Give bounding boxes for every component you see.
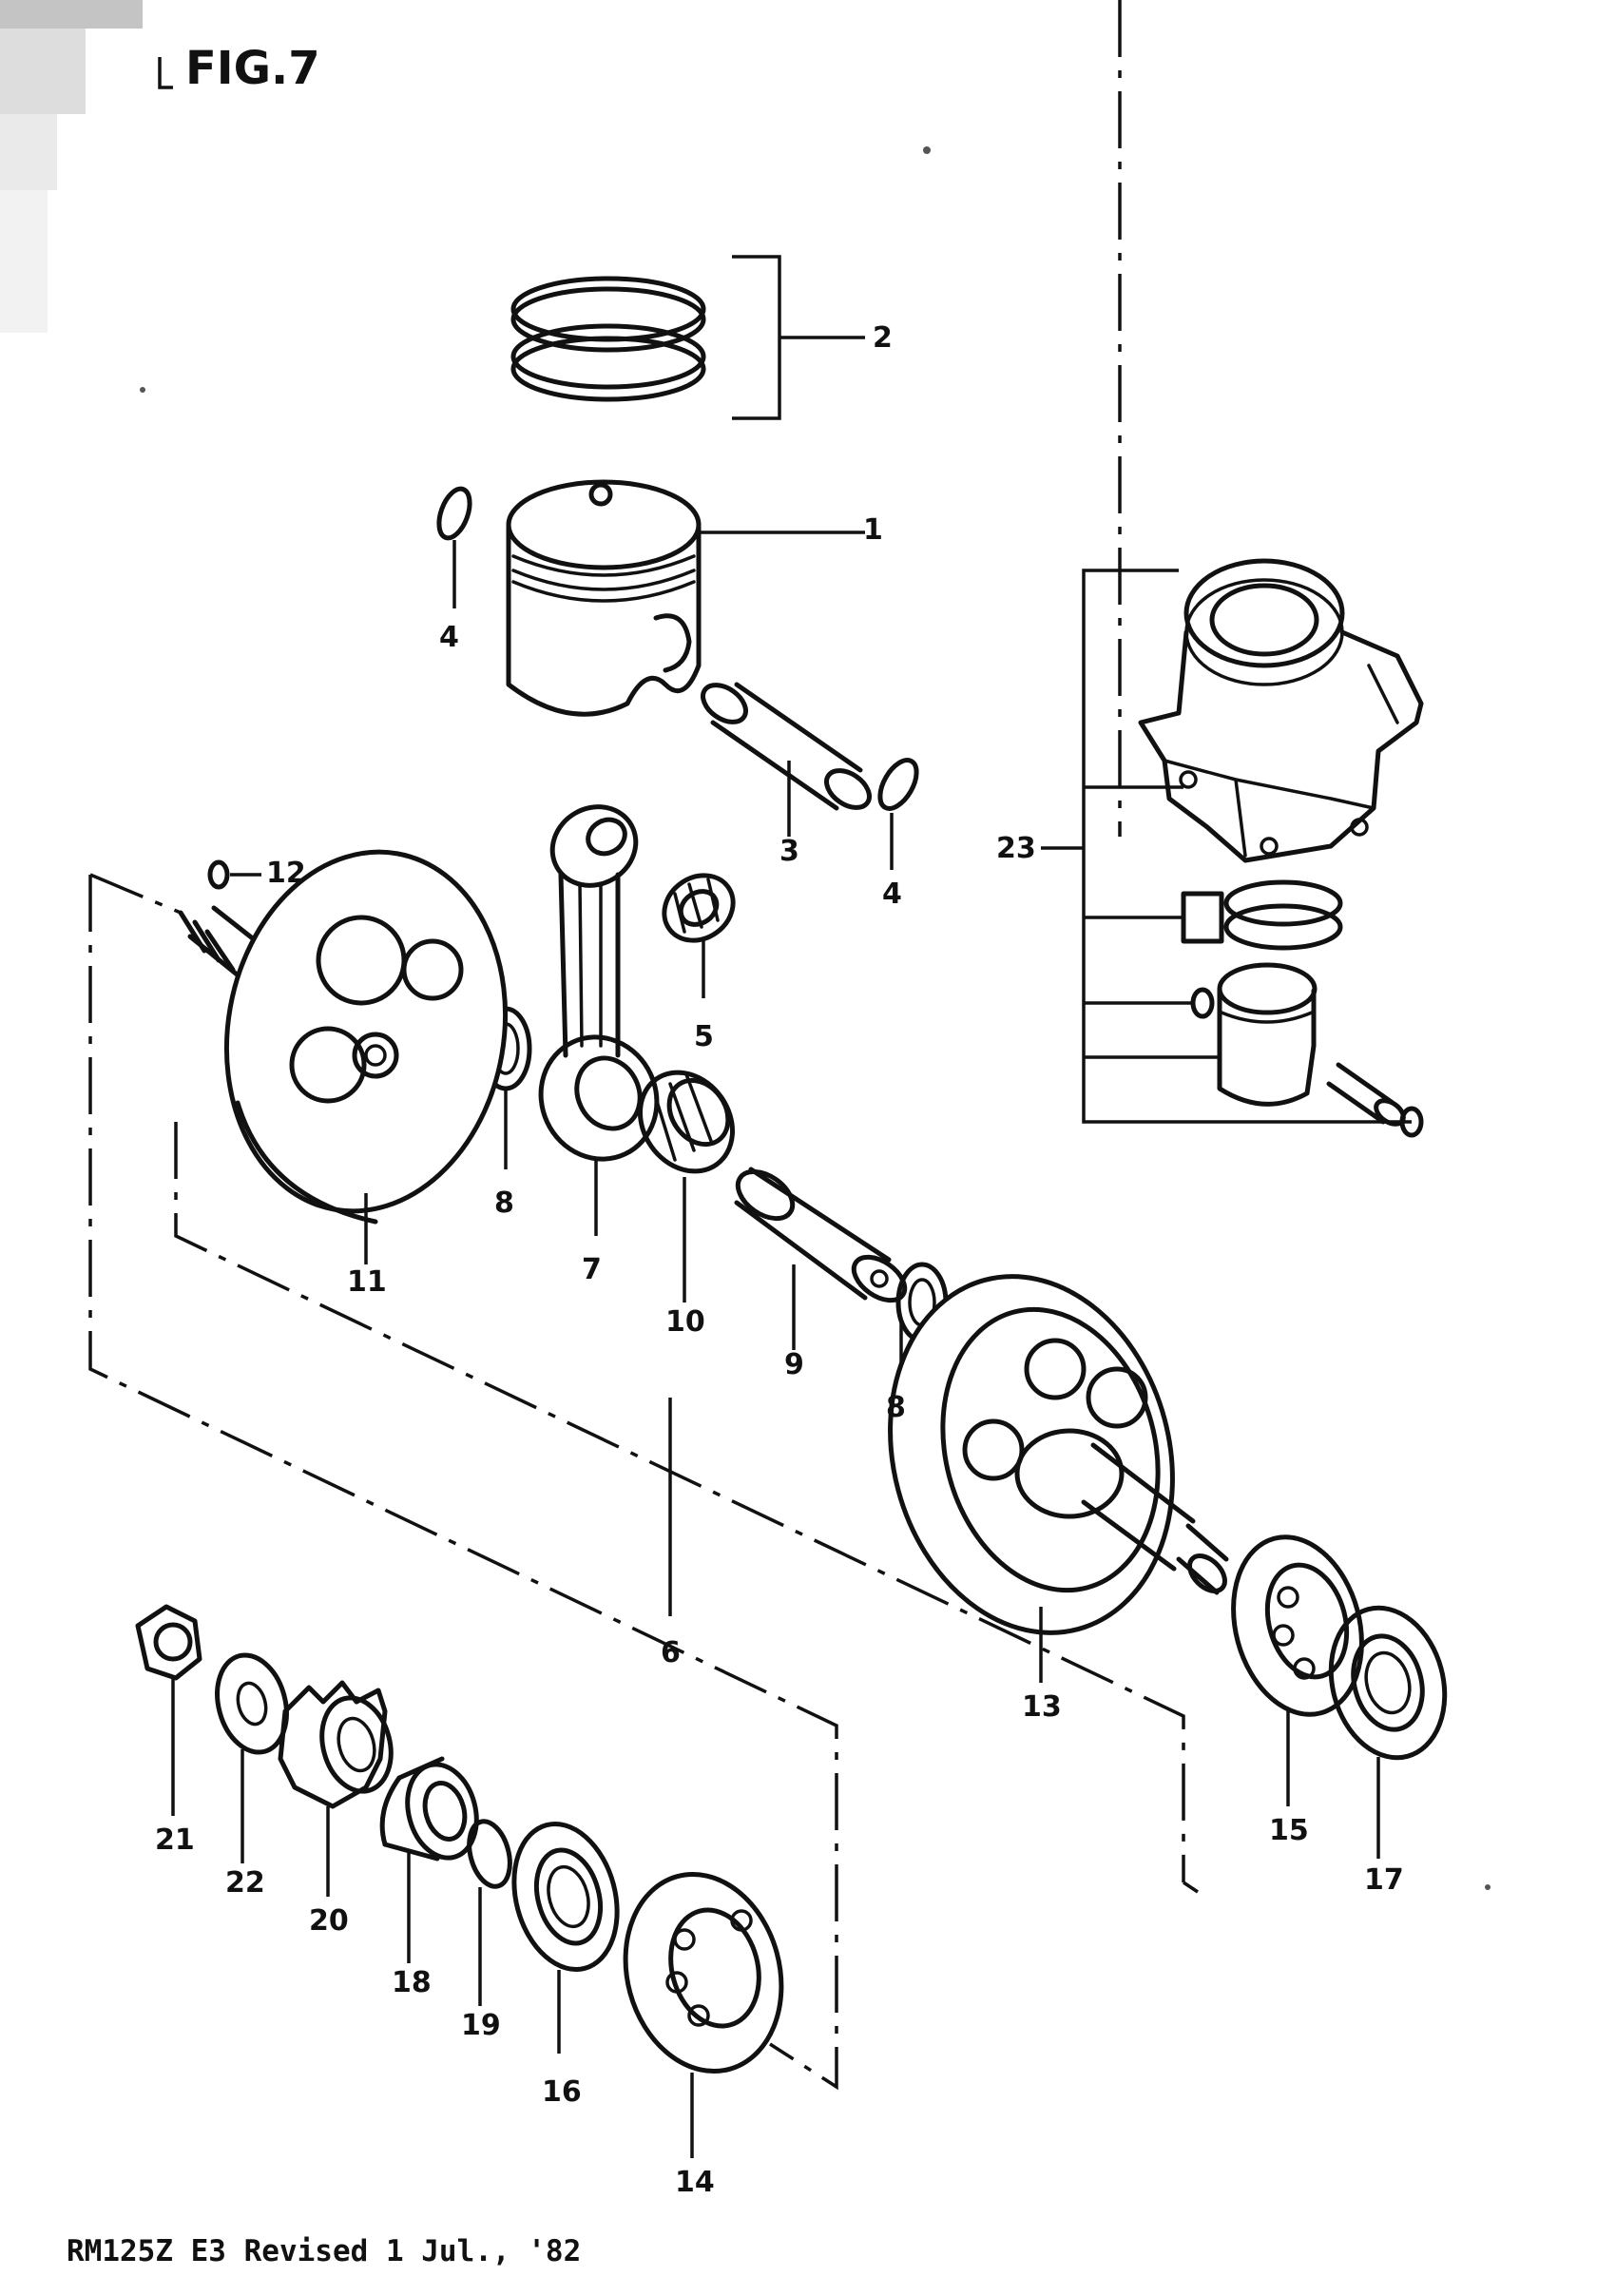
callout-21: 21	[155, 1823, 195, 1857]
callout-20: 20	[309, 1904, 349, 1938]
callout-5: 5	[694, 1020, 714, 1053]
piston-pin	[701, 682, 872, 811]
oil-seal-left	[511, 1821, 620, 1973]
callout-17: 17	[1364, 1863, 1404, 1897]
callout-3: 3	[779, 835, 799, 868]
callout-12: 12	[266, 857, 306, 890]
callout-labels: 1 2 3 4 4 5 6 7 8 8 9 10 11 12 13 14 15 …	[155, 321, 1404, 2199]
title-bracket	[158, 57, 173, 89]
callout-23: 23	[996, 832, 1036, 865]
callout-1: 1	[863, 513, 883, 547]
piston-rings	[510, 276, 706, 402]
woodruff-key	[207, 859, 230, 890]
callout-18: 18	[392, 1966, 432, 1999]
callout-14: 14	[675, 2166, 715, 2199]
callout-9: 9	[784, 1348, 804, 1381]
callout-16: 16	[542, 2075, 582, 2109]
o-ring	[467, 1819, 512, 1889]
callout-19: 19	[461, 2009, 501, 2042]
connecting-rod	[538, 804, 660, 1162]
callout-8a: 8	[494, 1187, 514, 1220]
small-end-bearing	[662, 873, 736, 943]
washer	[215, 1652, 289, 1755]
callout-4b: 4	[882, 878, 902, 911]
callout-6: 6	[661, 1636, 681, 1669]
left-crankshaft	[178, 849, 509, 1225]
bearing-left	[623, 1871, 784, 2074]
callout-7: 7	[582, 1253, 602, 1286]
callout-15: 15	[1269, 1814, 1309, 1847]
callout-2: 2	[873, 321, 893, 355]
drive-gear	[278, 1680, 394, 1809]
nut	[135, 1604, 202, 1681]
callout-10: 10	[665, 1305, 705, 1339]
cylinder-kit	[1138, 558, 1424, 1138]
figure-title: FIG.7	[185, 42, 320, 95]
spacer	[379, 1756, 479, 1862]
revision-footer: RM125Z E3 Revised 1 Jul., '82	[67, 2234, 581, 2268]
bracket-23	[1041, 569, 1412, 1124]
callout-22: 22	[225, 1866, 265, 1900]
piston	[506, 479, 702, 717]
scan-noise	[0, 0, 1491, 1890]
callout-13: 13	[1022, 1690, 1062, 1724]
big-end-bearing	[637, 1070, 736, 1174]
bearing-right	[1231, 1534, 1364, 1717]
callout-11: 11	[347, 1265, 387, 1299]
callout-4a: 4	[439, 621, 459, 654]
crank-pin	[734, 1167, 908, 1303]
right-crankshaft	[888, 1274, 1229, 1635]
oil-seal-right	[1328, 1605, 1448, 1761]
bracket-2	[732, 255, 865, 420]
bracket-6-inner	[174, 1122, 1199, 1894]
callout-8b: 8	[886, 1391, 906, 1424]
circlip-right	[877, 758, 919, 811]
circlip-left	[436, 486, 472, 541]
bracket-6-outer	[88, 873, 838, 2091]
